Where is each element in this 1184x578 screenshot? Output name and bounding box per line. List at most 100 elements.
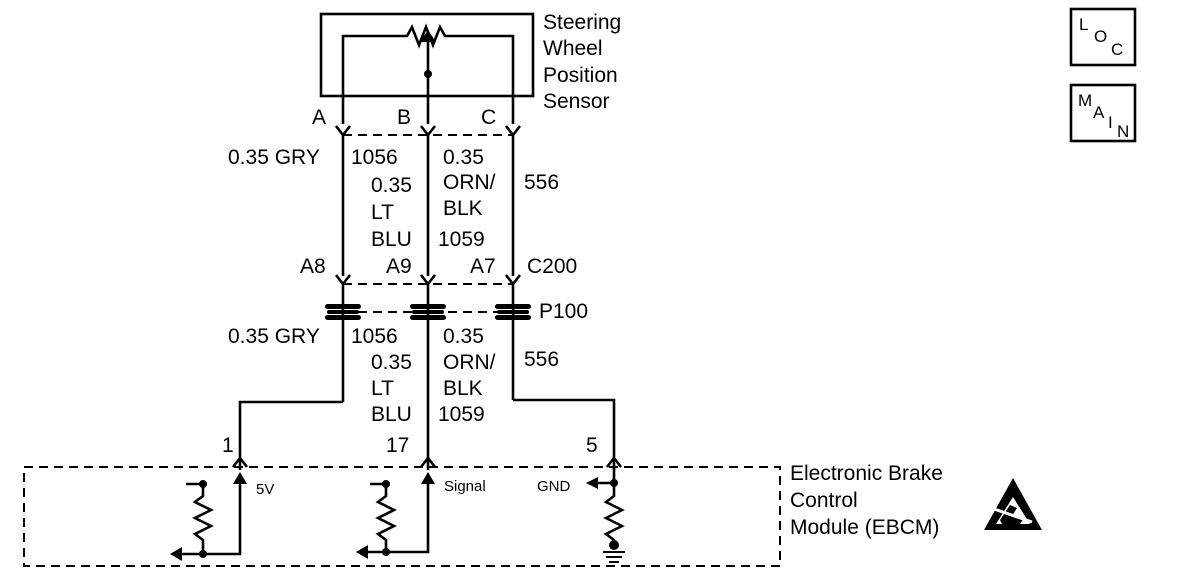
main-badge[interactable]: M A I N [1069,83,1137,143]
p100-ring-1-mid [327,310,359,314]
ebcm-gnd-tap-arrow [586,477,598,489]
main-badge-i: I [1108,113,1113,132]
loc-badge-o: O [1094,27,1107,46]
lower-wires: 0.35 GRY 1056 0.35 LT BLU 1059 0.35 ORN/… [228,325,616,470]
c200-pin-a9: A9 [386,255,412,278]
ebcm-gnd-circuit: GND [537,467,625,563]
ebcm-chevron-5 [605,455,623,468]
ebcm-signal-label: Signal [444,478,486,495]
sensor-pin-b: B [397,106,411,129]
c200-chevron-a7 [504,274,522,287]
p100-ring-1-top [325,304,361,309]
upper-gry-circuit: 1056 [351,146,398,169]
chevron-a [334,125,352,138]
upper-gry-label: 0.35 GRY [228,146,320,169]
ebcm-5v-line [180,484,242,556]
ebcm-signal-node-bottom [382,548,390,556]
sensor-pin-c: C [481,106,496,129]
loc-badge[interactable]: L O C [1069,7,1137,67]
ebcm-signal-return-arrow [356,545,368,559]
lower-orn-line-3: BLK [443,377,483,400]
ebcm-signal-circuit: Signal [356,472,486,559]
p100-ring-2-top [410,304,446,309]
upper-ltblu-line-1: 0.35 [371,174,412,197]
ebcm-5v-return-arrow [170,547,182,561]
ebcm-5v-node-bottom [199,550,207,558]
lower-ltblu-line-2: LT [371,377,394,400]
p100-ring-3-top [495,304,531,309]
ebcm-boundary [23,466,781,567]
wire-1056-lower [238,400,343,470]
c200-pin-a7: A7 [470,255,496,278]
ebcm-chevron-17 [419,455,437,468]
upper-orn-circuit: 556 [524,171,559,194]
main-badge-a: A [1093,103,1105,122]
main-badge-m: M [1078,91,1092,110]
ground-icon [609,540,619,550]
esd-slash [993,507,1033,524]
connector-c200: A8 A9 A7 C200 [300,255,577,287]
p100-name: P100 [539,300,588,323]
sensor-name-line-4: Sensor [543,90,610,113]
c200-chevron-a8 [334,274,352,287]
ebcm-5v-resistor-branch [186,482,214,554]
wire-556-lower [513,398,616,470]
ebcm-module: 1 17 5 5V Signal [23,434,1042,567]
ebcm-signal-resistor-branch [370,482,397,552]
upper-wires: 0.35 GRY 1056 0.35 LT BLU 1059 0.35 ORN/… [228,135,559,276]
p100-ring-3-bot [495,315,531,320]
p100-ring-2-bot [410,315,446,320]
ebcm-5v-arrowhead [233,472,247,484]
ebcm-name-line-1: Electronic Brake [790,462,943,485]
ebcm-5v-label: 5V [256,481,274,498]
p100-ring-2-mid [412,310,444,314]
ebcm-name-line-3: Module (EBCM) [790,516,939,539]
sensor-name-line-3: Position [543,64,618,87]
splice-p100: P100 [325,284,588,470]
lower-orn-circuit: 556 [524,348,559,371]
main-badge-frame [1069,83,1137,143]
ebcm-name-line-2: Control [790,489,858,512]
ebcm-gnd-label: GND [537,478,571,495]
esd-warning-icon [984,478,1042,530]
c200-chevron-a9 [419,274,437,287]
ebcm-pin-17: 17 [386,434,409,457]
upper-orn-line-3: BLK [443,197,483,220]
lower-gry-circuit: 1056 [351,325,398,348]
c200-name: C200 [527,255,577,278]
ebcm-signal-node-top [382,480,390,488]
ebcm-5v-circuit: 5V [170,472,274,561]
upper-orn-line-2: ORN/ [443,171,496,194]
loc-badge-c: C [1111,40,1123,59]
chevron-b [419,125,437,138]
chevron-c [504,125,522,138]
steering-wheel-position-sensor: Steering Wheel Position Sensor A B C [312,11,621,129]
p100-ring-1-bot [325,315,361,320]
wiper-node [424,70,432,78]
lower-orn-line-2: ORN/ [443,351,496,374]
p100-ring-3-mid [497,310,529,314]
potentiometer-track [341,23,515,124]
ebcm-chevron-1 [231,455,249,468]
ebcm-gnd-resistor [603,483,625,545]
ebcm-pin-1: 1 [222,434,234,457]
upper-orn-line-1: 0.35 [443,146,484,169]
ebcm-5v-node-top [199,480,207,488]
ebcm-signal-arrowhead [421,472,435,484]
lower-ltblu-circuit: 1059 [438,403,485,426]
sensor-pin-a: A [312,106,326,129]
sensor-name-line-1: Steering [543,11,621,34]
c200-pin-a8: A8 [300,255,326,278]
lower-gry-label: 0.35 GRY [228,325,320,348]
upper-ltblu-line-2: LT [371,201,394,224]
upper-ltblu-circuit: 1059 [438,228,485,251]
lower-ltblu-line-3: BLU [371,403,412,426]
ebcm-pin-5: 5 [586,434,598,457]
main-badge-n: N [1117,122,1129,141]
wiper-arrow [420,30,436,42]
lower-ltblu-line-1: 0.35 [371,351,412,374]
lower-orn-line-1: 0.35 [443,325,484,348]
loc-badge-l: L [1079,15,1088,34]
upper-ltblu-line-3: BLU [371,228,412,251]
